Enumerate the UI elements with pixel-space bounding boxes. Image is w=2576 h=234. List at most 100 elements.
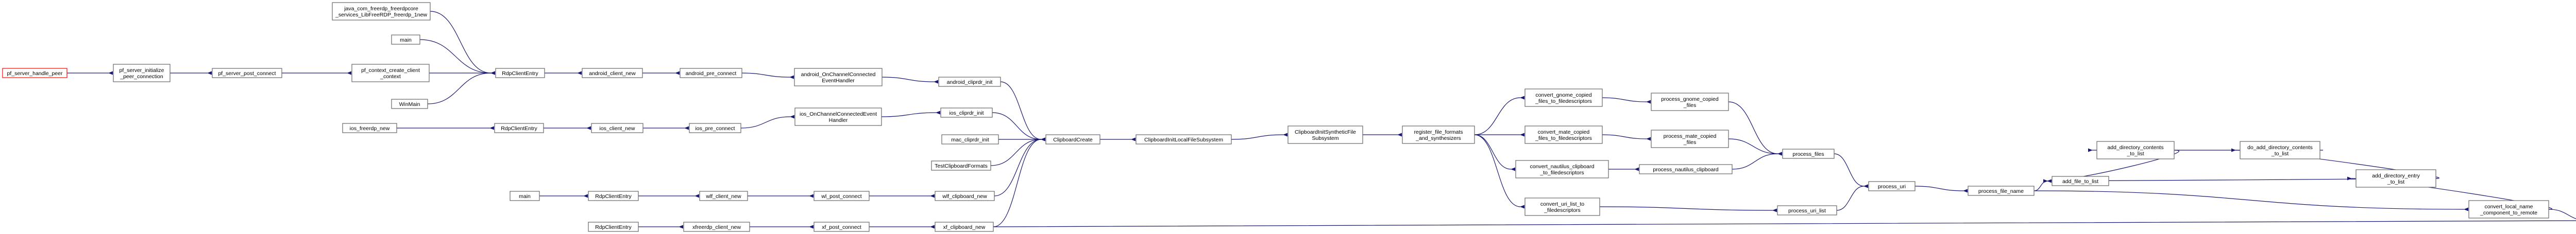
edge-n18-n20	[992, 112, 1046, 141]
node-label: process_mate_copied	[1664, 133, 1717, 139]
edge-n10-n11	[882, 77, 939, 84]
node-box	[935, 222, 994, 232]
graph-node[interactable]: register_file_formats_and_synthesizers	[1402, 125, 1475, 144]
node-label: add_directory_contents	[2107, 145, 2163, 151]
node-box	[931, 160, 991, 171]
graph-node[interactable]: pf_server_post_connect	[212, 68, 282, 78]
node-box	[1639, 164, 1733, 174]
graph-node[interactable]: WinMain	[391, 99, 428, 109]
node-label: process_gnome_copied	[1661, 96, 1719, 102]
graph-node[interactable]: xf_post_connect	[814, 222, 870, 232]
node-box	[2, 68, 67, 78]
graph-node[interactable]: RdpClientEntry	[588, 222, 639, 232]
graph-node[interactable]: process_mate_copied_files	[1651, 130, 1729, 148]
node-box	[1524, 197, 1600, 216]
graph-node[interactable]: convert_mate_copied_files_to_filedescrip…	[1524, 125, 1603, 144]
node-label: main	[400, 37, 412, 43]
graph-node[interactable]: convert_gnome_copied_files_to_filedescri…	[1524, 88, 1603, 107]
node-box	[814, 191, 870, 201]
graph-node[interactable]: java_com_freerdp_freerdpcore_services_Li…	[332, 2, 431, 21]
graph-node[interactable]: add_directory_entry_to_list	[2355, 169, 2436, 188]
graph-node[interactable]: TestClipboardFormats	[931, 160, 991, 171]
edge-n36-n37	[1602, 134, 1651, 141]
graph-node[interactable]: wlf_clipboard_new	[935, 191, 995, 201]
node-box	[391, 99, 428, 109]
node-label: wl_post_connect	[821, 193, 861, 200]
graph-node[interactable]: pf_server_initialize_peer_connection	[113, 64, 171, 82]
edge-n32-n50	[993, 220, 2576, 227]
node-box	[591, 123, 643, 133]
graph-node[interactable]: ios_client_new	[591, 123, 643, 133]
graph-node[interactable]: wl_post_connect	[814, 191, 870, 201]
node-box	[494, 123, 544, 133]
graph-node[interactable]: ios_freerdp_new	[342, 123, 397, 133]
edge-n44-n49	[2033, 190, 2469, 211]
node-box	[1782, 149, 1835, 159]
node-label: RdpClientEntry	[502, 70, 538, 77]
graph-node[interactable]: ios_pre_connect	[689, 123, 741, 133]
node-box	[1868, 181, 1916, 191]
node-box	[794, 68, 883, 86]
node-box	[2468, 200, 2549, 219]
graph-node[interactable]: process_uri	[1868, 181, 1916, 191]
node-label: process_file_name	[1978, 188, 2024, 194]
graph-node[interactable]: RdpClientEntry	[494, 123, 544, 133]
node-box	[342, 123, 397, 133]
edge-n35-n41	[1728, 101, 1783, 156]
node-box	[814, 222, 870, 232]
node-box	[680, 68, 742, 78]
edge-n11-n20	[1000, 81, 1046, 141]
graph-node[interactable]: process_file_name	[1968, 186, 2035, 196]
graph-node[interactable]: ClipboardInitLocalFileSubsystem	[1136, 134, 1232, 145]
node-box	[794, 107, 882, 126]
graph-node[interactable]: mac_cliprdr_init	[941, 134, 999, 145]
graph-node[interactable]: xf_clipboard_new	[935, 222, 994, 232]
edge-n17-n18	[881, 111, 941, 117]
edge-n1-n7	[430, 11, 496, 75]
graph-node[interactable]: process_files	[1782, 149, 1835, 159]
node-label: convert_local_name	[2485, 204, 2533, 210]
graph-node[interactable]: process_uri_list	[1777, 205, 1837, 215]
node-label: pf_context_create_client	[361, 67, 420, 74]
graph-node[interactable]: do_add_directory_contents_to_list	[2240, 141, 2320, 159]
graph-node[interactable]: ios_cliprdr_init	[940, 107, 993, 118]
node-box	[582, 68, 643, 78]
edge-n9-n10	[741, 73, 794, 79]
edge-n33-n34	[1474, 96, 1525, 135]
node-label: process_uri_list	[1788, 208, 1826, 214]
node-label: RdpClientEntry	[595, 193, 632, 200]
edge-n41-n43	[1834, 153, 1869, 188]
graph-node[interactable]: convert_uri_list_to_filedescriptors	[1524, 197, 1600, 216]
node-box	[941, 134, 999, 145]
graph-node[interactable]: wlf_client_new	[699, 191, 748, 201]
graph-node[interactable]: add_file_to_list	[2052, 176, 2109, 186]
graph-node[interactable]: RdpClientEntry	[588, 191, 639, 201]
graph-node[interactable]: android_cliprdr_init	[938, 77, 1001, 87]
edge-n44-n45	[2033, 179, 2052, 191]
graph-node[interactable]: process_nautilus_clipboard	[1639, 164, 1733, 174]
node-box	[1651, 93, 1729, 111]
graph-node[interactable]: android_pre_connect	[680, 68, 742, 78]
graph-node[interactable]: main	[510, 191, 540, 201]
graph-node[interactable]: main	[391, 34, 420, 45]
node-label: _to_list	[2387, 179, 2404, 185]
node-label: ios_OnChannelConnectedEvent	[800, 111, 877, 117]
graph-node[interactable]: convert_local_name_component_to_remote	[2468, 200, 2549, 219]
graph-node[interactable]: android_client_new	[582, 68, 643, 78]
graph-node[interactable]: add_directory_contents_to_list	[2096, 141, 2175, 159]
graph-node[interactable]: xfreerdp_client_new	[683, 222, 750, 232]
graph-node[interactable]: convert_nautilus_clipboard_to_filedescri…	[1515, 160, 1609, 178]
graph-node[interactable]: ClipboardCreate	[1045, 134, 1100, 145]
node-label: RdpClientEntry	[595, 224, 632, 230]
node-label: convert_mate_copied	[1538, 129, 1590, 135]
graph-node[interactable]: pf_context_create_client_context	[351, 64, 430, 82]
graph-node[interactable]: pf_server_handle_peer	[2, 68, 67, 78]
graph-node[interactable]: RdpClientEntry	[495, 68, 545, 78]
node-label: _files	[1683, 102, 1697, 109]
graph-node[interactable]: process_gnome_copied_files	[1651, 93, 1729, 111]
node-box	[1402, 125, 1475, 144]
